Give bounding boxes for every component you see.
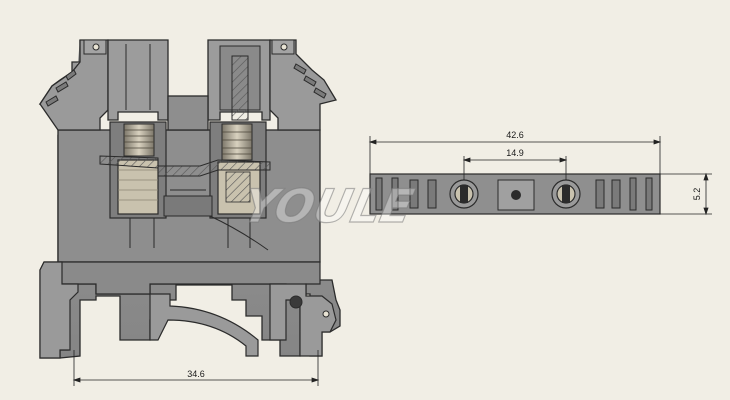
top-screw-right [551, 179, 581, 209]
bottom-bar [163, 195, 213, 217]
terminal-block-front-view [38, 39, 341, 359]
left-wing-grooves [45, 69, 77, 107]
dimension-top-length [368, 136, 662, 174]
watermark: YOULE [238, 179, 418, 232]
top-view-center-hole [511, 190, 521, 200]
foot-hole-2 [322, 310, 330, 318]
top-view-ribs [375, 177, 653, 211]
right-top-hole [280, 43, 288, 51]
right-wing [269, 39, 338, 131]
middle-divider [167, 95, 209, 131]
left-wing [39, 39, 109, 131]
dimension-pitch [462, 156, 568, 180]
current-bar [99, 155, 271, 177]
dimension-top-length-label: 42.6 [506, 130, 524, 140]
left-screw [123, 123, 155, 157]
dimension-front-width-label: 34.6 [187, 369, 205, 379]
left-top-hole [92, 43, 100, 51]
dimension-pitch-label: 14.9 [506, 148, 524, 158]
right-screw [221, 123, 253, 161]
left-tower [107, 39, 169, 121]
wire-right [231, 55, 249, 121]
left-clamp-box [117, 159, 159, 215]
right-wing-grooves [293, 63, 327, 99]
foot-hole-1 [289, 295, 303, 309]
terminal-block-top-view [369, 173, 661, 215]
dimension-height [660, 172, 712, 216]
lower-ribs [129, 215, 269, 251]
center-clip [149, 293, 259, 357]
dimension-height-label: 5.2 [692, 188, 702, 201]
top-screw-left [449, 179, 479, 209]
dimension-front-width [72, 350, 320, 386]
right-foot [269, 283, 337, 357]
left-foot-hook [39, 261, 79, 359]
top-view-center-slot [497, 179, 535, 211]
